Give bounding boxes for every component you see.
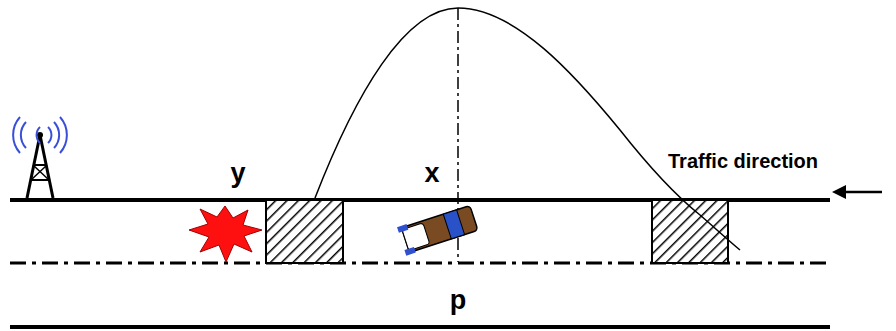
hatched-zone xyxy=(266,200,343,263)
direction-arrowhead xyxy=(832,185,846,199)
accident-explosion xyxy=(189,206,262,262)
hatched-zone xyxy=(652,200,728,263)
antenna-tower xyxy=(13,117,67,198)
point-label: x xyxy=(424,160,439,187)
car-icon xyxy=(397,204,479,256)
point-label: p xyxy=(450,287,467,314)
road-edge xyxy=(10,325,830,329)
point-label: y xyxy=(230,160,245,187)
bell-curve xyxy=(315,8,740,250)
direction-label: Traffic direction xyxy=(668,151,818,171)
direction-arrow xyxy=(842,191,882,194)
